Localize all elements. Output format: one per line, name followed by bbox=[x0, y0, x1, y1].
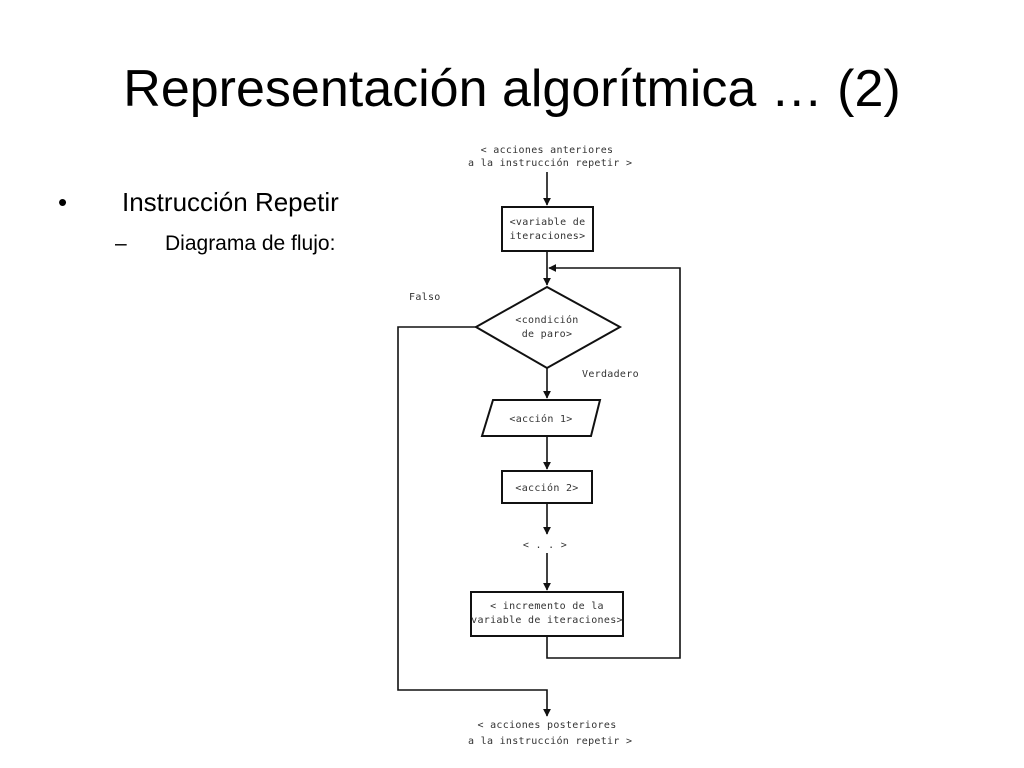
init-variable-box bbox=[501, 206, 594, 252]
ellipsis-label: < . . > bbox=[523, 540, 567, 551]
action2-box bbox=[501, 470, 593, 504]
sub-bullet-marker: – bbox=[115, 232, 127, 255]
bullet-item: • Instrucción Repetir bbox=[58, 186, 339, 218]
start-text-line-2: a la instrucción repetir > bbox=[462, 157, 633, 169]
start-text-line-1: < acciones anteriores bbox=[481, 145, 614, 156]
action1-parallelogram bbox=[480, 399, 602, 437]
init-box-line-1: <variable de bbox=[510, 217, 586, 228]
condition-line-1: <condición bbox=[515, 314, 578, 326]
condition-line-2: de paro> bbox=[522, 329, 573, 340]
end-text-line-1: < acciones posteriores bbox=[477, 720, 616, 731]
false-label: Falso bbox=[409, 292, 441, 303]
increment-line-1: < incremento de la bbox=[490, 601, 604, 612]
increment-box bbox=[470, 591, 624, 637]
edge-loop-back bbox=[546, 264, 681, 659]
bullet-text: Instrucción Repetir bbox=[122, 187, 339, 217]
bullet-marker: • bbox=[58, 187, 68, 217]
condition-diamond bbox=[473, 285, 623, 370]
true-label: Verdadero bbox=[582, 369, 639, 380]
edge-false-exit bbox=[397, 326, 551, 717]
increment-line-2: variable de iteraciones> bbox=[471, 615, 623, 626]
slide-title: Representación algorítmica … (2) bbox=[123, 60, 901, 118]
sub-bullet-item: – Diagrama de flujo: bbox=[115, 230, 335, 258]
sub-bullet-text: Diagrama de flujo: bbox=[165, 232, 336, 255]
end-text-line-2: a la instrucción repetir > bbox=[462, 735, 633, 747]
action2-label: <acción 2> bbox=[515, 482, 578, 494]
action1-label: <acción 1> bbox=[509, 413, 572, 425]
init-box-line-2: iteraciones> bbox=[510, 231, 586, 242]
